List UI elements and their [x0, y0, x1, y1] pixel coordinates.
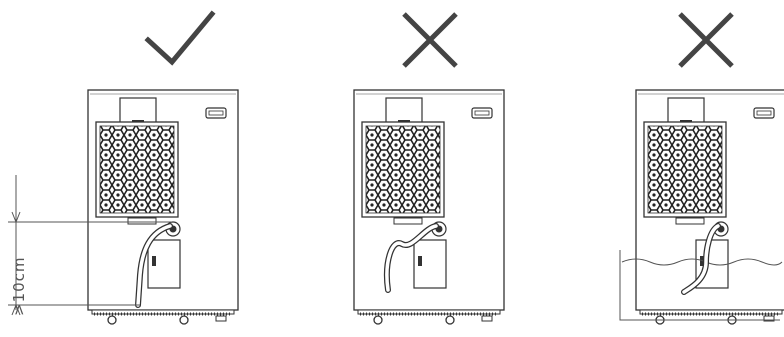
check-icon [148, 14, 212, 62]
panel-incorrect-loop [354, 14, 504, 324]
height-label-text: >10cm [10, 256, 28, 316]
dehumidifier-unit-2 [354, 90, 504, 324]
cross-icon [680, 14, 732, 66]
cross-icon [404, 14, 456, 66]
panel-incorrect-water [620, 14, 784, 324]
dehumidifier-unit-1 [88, 90, 238, 324]
dehumidifier-unit-3 [636, 90, 784, 324]
height-label: >10cm [6, 224, 46, 316]
